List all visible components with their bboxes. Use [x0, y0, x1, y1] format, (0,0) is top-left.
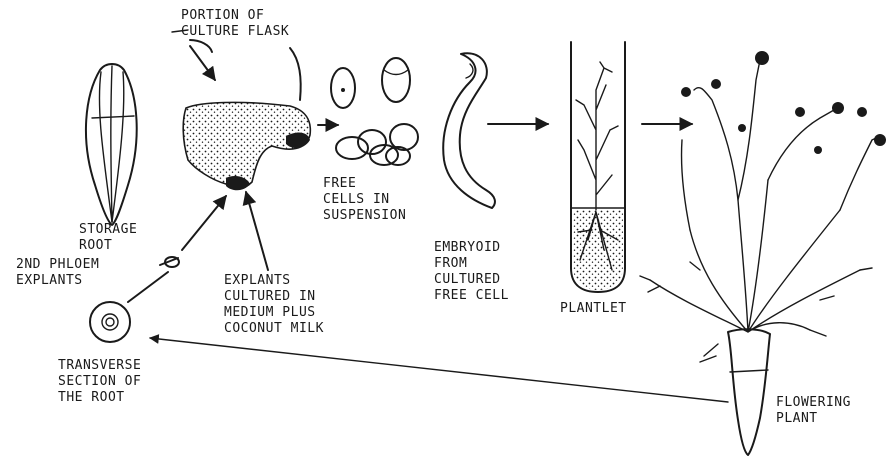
label-phloem-explants: 2nd PHLOEM EXPLANTS — [16, 257, 99, 289]
arrow-section-to-explant — [128, 272, 168, 302]
label-storage-root: STORAGE ROOT — [79, 222, 137, 254]
transverse-section-drawing — [90, 302, 130, 342]
label-plantlet: PLANTLET — [560, 301, 627, 317]
free-cells-drawing — [331, 58, 418, 165]
label-transverse-section: TRANSVERSE SECTION OF THE ROOT — [58, 358, 141, 406]
arrow-explant-to-culture — [182, 196, 226, 250]
label-flowering-plant: FLOWERING PLANT — [776, 395, 851, 427]
culture-flask-drawing — [172, 30, 310, 190]
label-portion-of-culture-flask: PORTION OF CULTURE FLASK — [181, 8, 289, 40]
arrow-explants-label — [246, 192, 268, 270]
storage-root-drawing — [86, 64, 137, 225]
plantlet-drawing — [571, 42, 625, 292]
arrow-plant-to-section — [150, 338, 728, 402]
phloem-explant-link — [160, 258, 178, 265]
embryoid-drawing — [443, 53, 495, 208]
label-embryoid: EMBRYOID FROM CULTURED FREE CELL — [434, 240, 509, 304]
label-explants-cultured: EXPLANTS CULTURED IN MEDIUM PLUS COCONUT… — [224, 273, 324, 337]
label-free-cells: FREE CELLS IN SUSPENSION — [323, 176, 406, 224]
